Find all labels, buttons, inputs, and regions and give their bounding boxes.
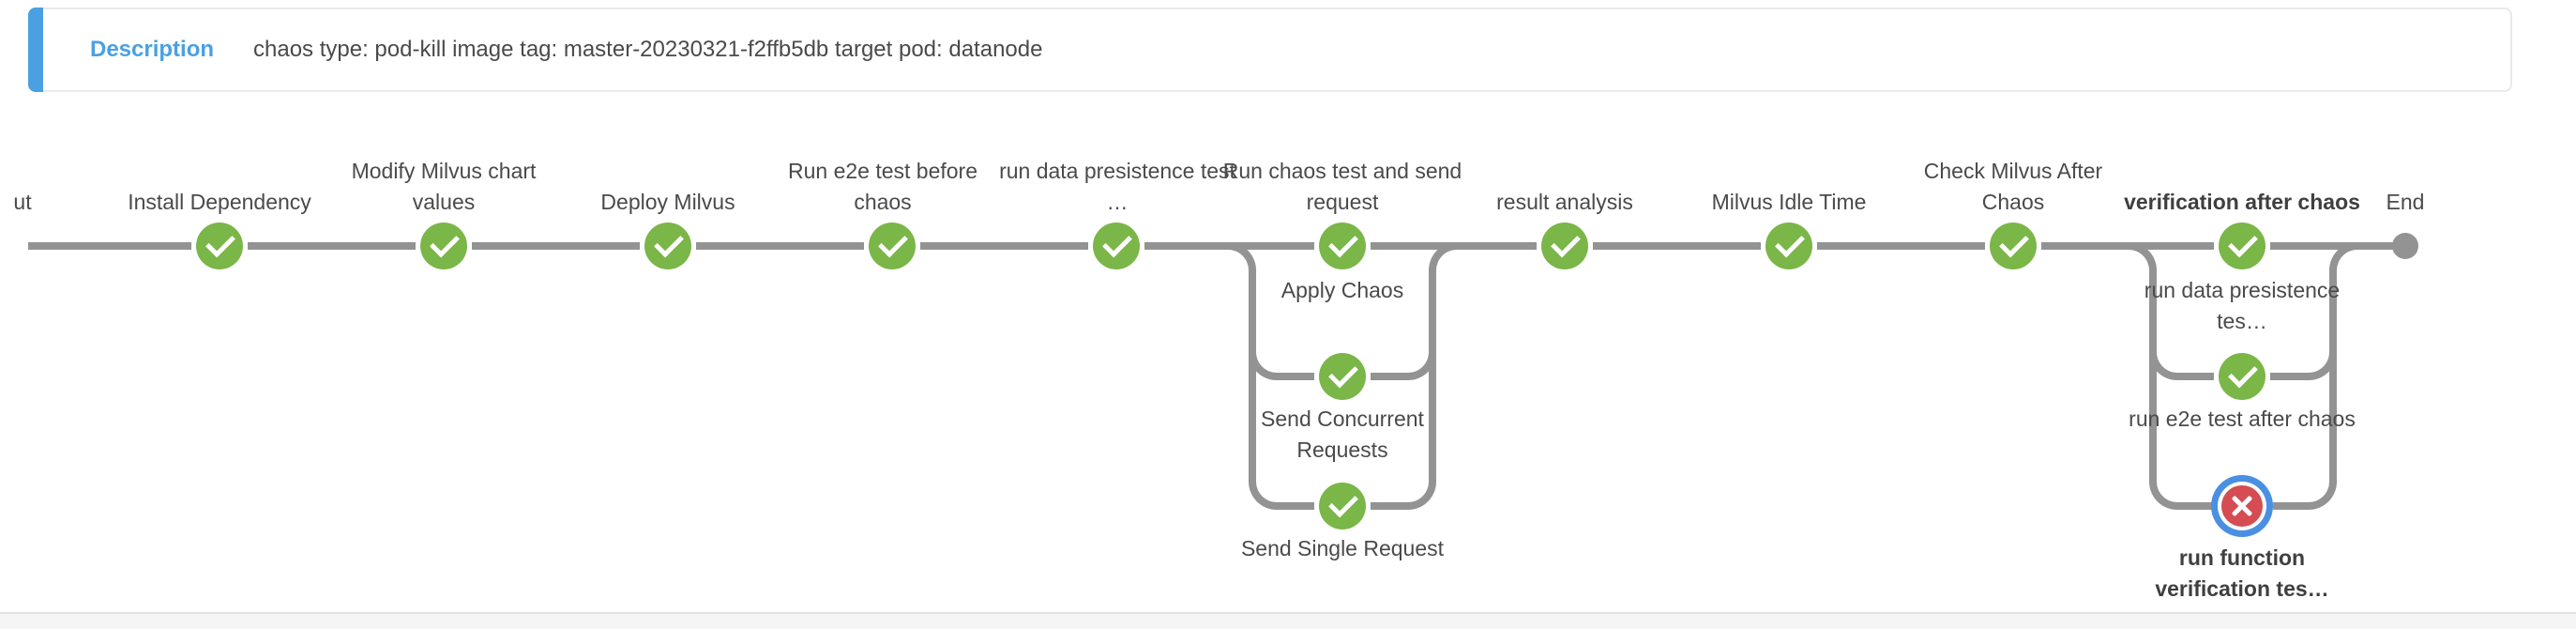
connector-elbow [2125,242,2157,274]
stage-label-install-dependency: Install Dependency [128,190,311,214]
stage-node-run-data-presistence-test[interactable] [1093,222,1140,269]
connector-rail [2329,268,2337,483]
connector-line [1817,242,1985,250]
branch-label-run-data-presistence-tes: run data presistence tes… [2144,278,2341,333]
connector-line [2177,373,2214,380]
connector-line [28,242,191,250]
stage-node-modify-milvus-chart-values[interactable] [420,222,467,269]
end-label: End [2386,190,2425,214]
connector-rail [2149,268,2157,483]
connector-line [1371,373,1408,380]
branch-node-send-single-request[interactable] [1319,483,1366,529]
check-icon [654,227,684,258]
stage-label-milvus-idle-time: Milvus Idle Time [1711,190,1867,214]
stage-label-run-e2e-test-before-chaos: Run e2e test before chaos [787,159,978,214]
connector-line [1277,502,1314,510]
description-label: Description [90,37,215,62]
connector-elbow [2305,478,2337,510]
branch-label-apply-chaos: Apply Chaos [1280,278,1404,302]
connector-line [1277,373,1314,380]
stage-label-run-data-presistence-test: run data presistence test … [999,159,1235,214]
connector-elbow [2329,242,2361,274]
stage-node-check-milvus-after-chaos[interactable] [1990,222,2037,269]
stage-label-run-chaos-test-and-send-request: Run chaos test and send request [1222,159,1462,214]
connector-line [2177,502,2213,510]
branch-node-send-concurrent-requests[interactable] [1319,353,1366,400]
connector-line [472,242,640,250]
branch-node-run-e2e-test-after-chaos[interactable] [2219,353,2265,400]
connector-line [2270,242,2393,250]
branch-node-run-data-presistence-tes[interactable] [2219,222,2265,269]
check-icon [1328,487,1358,518]
stage-node-milvus-idle-time[interactable] [1765,222,1812,269]
connector-rail [1249,268,1256,483]
check-icon [2228,227,2258,258]
stage-label-check-milvus-after-chaos: Check Milvus After Chaos [1923,159,2103,214]
description-text: chaos type: pod-kill image tag: master-2… [253,37,1043,62]
stage-label-truncated-start: ut [13,190,32,214]
check-icon [1551,227,1581,258]
check-icon [430,227,460,258]
end-node[interactable] [2392,233,2418,259]
branch-label-run-function-verification-tes: run function verification tes… [2155,545,2329,601]
stage-node-run-e2e-test-before-chaos[interactable] [869,222,916,269]
connector-elbow [1404,478,1436,510]
stage-node-deploy-milvus[interactable] [644,222,691,269]
branch-label-send-concurrent-requests: Send Concurrent Requests [1261,407,1424,462]
branch-node-run-function-verification-tes[interactable] [2211,475,2273,537]
branch-node-apply-chaos[interactable] [1319,222,1366,269]
stage-label-verification-after-chaos: verification after chaos [2124,190,2360,214]
connector-line [1371,502,1408,510]
stage-label-modify-milvus-chart-values: Modify Milvus chart values [351,159,537,214]
check-icon [1775,227,1805,258]
connector-elbow [1429,242,1461,274]
check-icon [1328,358,1358,389]
x-icon [2221,485,2263,527]
connector-line [696,242,864,250]
stage-node-install-dependency[interactable] [196,222,243,269]
stage-node-result-analysis[interactable] [1541,222,1588,269]
connector-line [248,242,416,250]
connector-elbow [2305,348,2337,380]
check-icon [1102,227,1132,258]
connector-elbow [1249,478,1280,510]
connector-line [2273,502,2309,510]
horizontal-scrollbar[interactable] [0,612,2576,629]
branch-label-send-single-request: Send Single Request [1240,536,1445,560]
check-icon [878,227,908,258]
check-icon [1999,227,2029,258]
connector-elbow [1404,348,1436,380]
stage-label-result-analysis: result analysis [1496,190,1633,214]
check-icon [1328,227,1358,258]
connector-elbow [2149,348,2181,380]
check-icon [2228,358,2258,389]
connector-line [1593,242,1761,250]
connector-line [920,242,1088,250]
stage-label-deploy-milvus: Deploy Milvus [600,190,735,214]
connector-line [2270,373,2309,380]
connector-rail [1429,268,1436,483]
connector-elbow [1224,242,1256,274]
connector-elbow [2149,478,2181,510]
description-panel: Description chaos type: pod-kill image t… [28,8,2512,92]
description-accent-bar [28,8,43,92]
check-icon [205,227,235,258]
branch-label-run-e2e-test-after-chaos: run e2e test after chaos [2129,407,2356,431]
connector-elbow [1249,348,1280,380]
